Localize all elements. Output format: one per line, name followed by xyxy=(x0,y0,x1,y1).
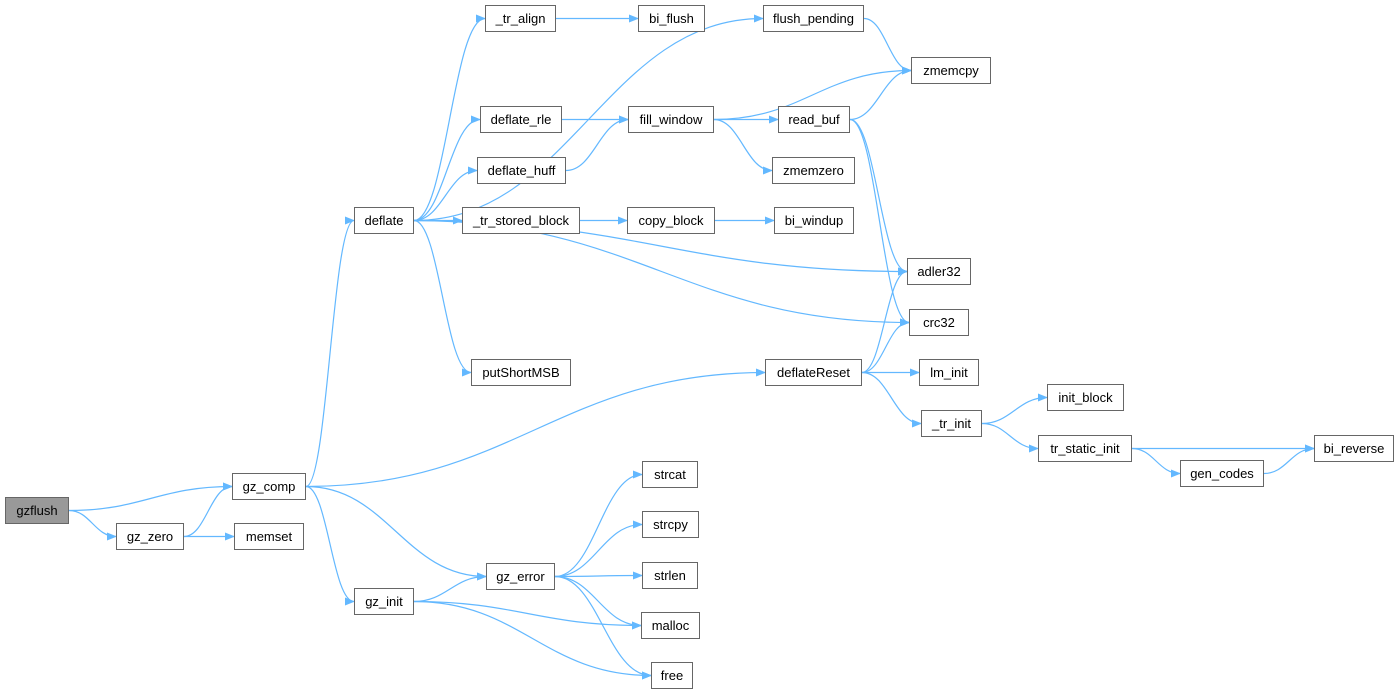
node-tr-init[interactable]: _tr_init xyxy=(921,410,982,437)
edge-deflate-to-putShortMSB xyxy=(413,219,472,377)
edge-gz_error-to-strlen xyxy=(554,571,643,580)
node-free[interactable]: free xyxy=(651,662,693,689)
node-memset[interactable]: memset xyxy=(234,523,304,550)
node-bi-windup[interactable]: bi_windup xyxy=(774,207,854,234)
node-init-block[interactable]: init_block xyxy=(1047,384,1124,411)
node-strlen[interactable]: strlen xyxy=(642,562,698,589)
edge-tr_static_init-to-gen_codes xyxy=(1131,447,1181,478)
edge-fill_window-to-zmemzero xyxy=(713,118,773,175)
edge-gz_init-to-malloc xyxy=(413,600,642,630)
edge-deflate-to-deflate_huff xyxy=(413,166,478,222)
node-deflate-huff[interactable]: deflate_huff xyxy=(477,157,566,184)
edge-read_buf-to-zmemcpy xyxy=(849,66,912,121)
edge-flush_pending-to-zmemcpy xyxy=(863,17,912,75)
node-gzflush[interactable]: gzflush xyxy=(5,497,69,524)
node-copy-block[interactable]: copy_block xyxy=(627,207,715,234)
edge-deflateReset-to-crc32 xyxy=(861,318,910,374)
node-gz-zero[interactable]: gz_zero xyxy=(116,523,184,550)
edge-deflate-to-deflate_rle xyxy=(413,115,481,222)
node-tr-static-init[interactable]: tr_static_init xyxy=(1038,435,1132,462)
node-bi-reverse[interactable]: bi_reverse xyxy=(1314,435,1394,462)
edge-_tr_init-to-tr_static_init xyxy=(981,422,1039,453)
edge-gz_error-to-malloc xyxy=(554,575,642,630)
node-gz-comp[interactable]: gz_comp xyxy=(232,473,306,500)
node-gz-init[interactable]: gz_init xyxy=(354,588,414,615)
edge-read_buf-to-crc32 xyxy=(849,118,910,327)
edge-deflateReset-to-adler32 xyxy=(861,267,908,374)
node-tr-align[interactable]: _tr_align xyxy=(485,5,556,32)
edge-read_buf-to-adler32 xyxy=(849,118,908,276)
node-fill-window[interactable]: fill_window xyxy=(628,106,714,133)
edge-gz_comp-to-deflate xyxy=(305,216,355,488)
node-read-buf[interactable]: read_buf xyxy=(778,106,850,133)
node-strcpy[interactable]: strcpy xyxy=(642,511,699,538)
edge-gz_error-to-free xyxy=(554,575,652,680)
edge-deflate_huff-to-fill_window xyxy=(565,115,629,172)
node-flush-pending[interactable]: flush_pending xyxy=(763,5,864,32)
node-strcat[interactable]: strcat xyxy=(642,461,698,488)
node-deflate-rle[interactable]: deflate_rle xyxy=(480,106,562,133)
edge-_tr_init-to-init_block xyxy=(981,393,1048,425)
node-malloc[interactable]: malloc xyxy=(641,612,700,639)
edge-gz_error-to-strcat xyxy=(554,470,643,578)
edge-deflateReset-to-_tr_init xyxy=(861,371,922,428)
node-tr-stored-block[interactable]: _tr_stored_block xyxy=(462,207,580,234)
edge-gzflush-to-gz_zero xyxy=(68,509,117,541)
edge-fill_window-to-zmemcpy xyxy=(713,66,912,121)
node-putShortMSB[interactable]: putShortMSB xyxy=(471,359,571,386)
edge-gen_codes-to-bi_reverse xyxy=(1263,444,1315,475)
edge-deflate-to-_tr_align xyxy=(413,14,486,222)
node-zmemzero[interactable]: zmemzero xyxy=(772,157,855,184)
node-deflate[interactable]: deflate xyxy=(354,207,414,234)
node-crc32[interactable]: crc32 xyxy=(909,309,969,336)
edge-gz_error-to-strcpy xyxy=(554,520,643,578)
edge-gz_comp-to-deflateReset xyxy=(305,368,766,488)
node-gz-error[interactable]: gz_error xyxy=(486,563,555,590)
edge-gzflush-to-gz_comp xyxy=(68,482,233,512)
node-deflateReset[interactable]: deflateReset xyxy=(765,359,862,386)
edge-gz_init-to-free xyxy=(413,600,652,680)
node-bi-flush[interactable]: bi_flush xyxy=(638,5,705,32)
edge-gz_init-to-gz_error xyxy=(413,572,487,603)
node-adler32[interactable]: adler32 xyxy=(907,258,971,285)
node-lm-init[interactable]: lm_init xyxy=(919,359,979,386)
edge-gz_zero-to-gz_comp xyxy=(183,482,233,538)
edge-gz_comp-to-gz_error xyxy=(305,485,487,581)
node-zmemcpy[interactable]: zmemcpy xyxy=(911,57,991,84)
node-gen-codes[interactable]: gen_codes xyxy=(1180,460,1264,487)
edge-deflate-to-crc32 xyxy=(413,219,910,327)
edge-gz_comp-to-gz_init xyxy=(305,485,355,606)
